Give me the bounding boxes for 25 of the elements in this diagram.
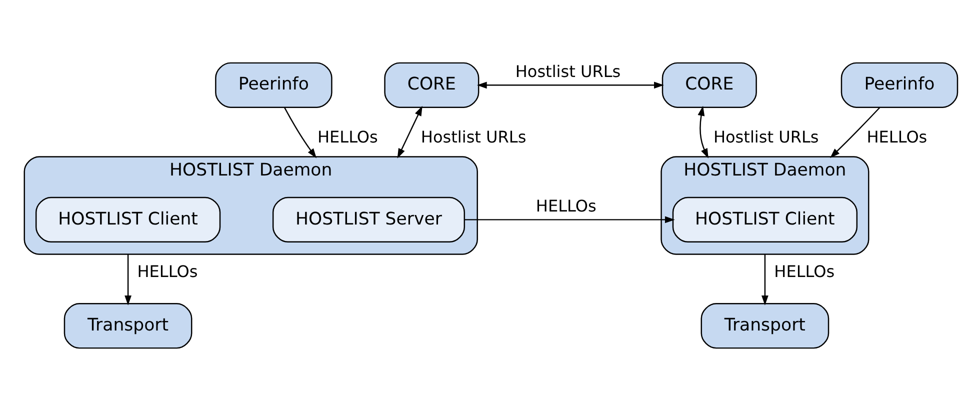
edge-label: HELLOs — [866, 127, 928, 146]
node-box: CORE — [662, 62, 757, 108]
node-box: HOSTLIST Client — [672, 196, 858, 243]
arrow — [124, 254, 132, 306]
arrow — [476, 82, 664, 89]
edge-label: Hostlist URLs — [713, 127, 819, 146]
edge-label: HELLOs — [317, 127, 378, 146]
node-box: Transport — [64, 303, 192, 349]
node-box: HOSTLIST Client — [35, 196, 221, 243]
arrow — [397, 106, 422, 158]
node-box: CORE — [384, 62, 480, 108]
edge-label: HELLOs — [536, 196, 596, 216]
arrow — [464, 216, 675, 224]
arrow — [698, 106, 708, 158]
edge-label: HELLOs — [774, 262, 835, 281]
node-box: Peerinfo — [840, 62, 958, 108]
arrow — [761, 254, 768, 306]
edge-label: Hostlist URLs — [420, 127, 526, 146]
node-box: Transport — [700, 303, 830, 349]
node-box: Peerinfo — [215, 62, 332, 108]
node-box: HOSTLIST Server — [272, 196, 466, 243]
edge-label: HELLOs — [137, 262, 198, 281]
edge-label: Hostlist URLs — [515, 62, 621, 82]
arrow — [830, 106, 880, 158]
arrow — [284, 107, 317, 158]
